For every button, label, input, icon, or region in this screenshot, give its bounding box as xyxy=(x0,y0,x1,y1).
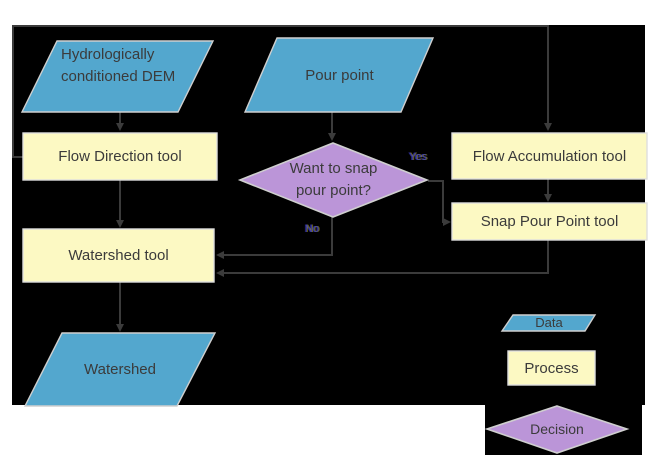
legend-data-label: Data xyxy=(535,315,563,330)
snap-pour-point-label: Snap Pour Point tool xyxy=(480,213,619,230)
yes-branch-label: Yes xyxy=(409,151,427,163)
flow-direction-label: Flow Direction tool xyxy=(58,148,182,165)
watershed-label: Watershed xyxy=(84,361,156,378)
decision-question-label: Want to snap pour point? xyxy=(289,160,378,199)
no-branch-label: No xyxy=(305,223,320,235)
dem-label: Hydrologically conditioned DEM xyxy=(61,46,176,85)
watershed-tool-label: Watershed tool xyxy=(68,247,169,264)
pour-point-label: Pour point xyxy=(305,66,374,84)
legend-decision-label: Decision xyxy=(530,421,584,437)
legend-process-label: Process xyxy=(524,359,579,377)
flow-accumulation-label: Flow Accumulation tool xyxy=(472,147,627,165)
